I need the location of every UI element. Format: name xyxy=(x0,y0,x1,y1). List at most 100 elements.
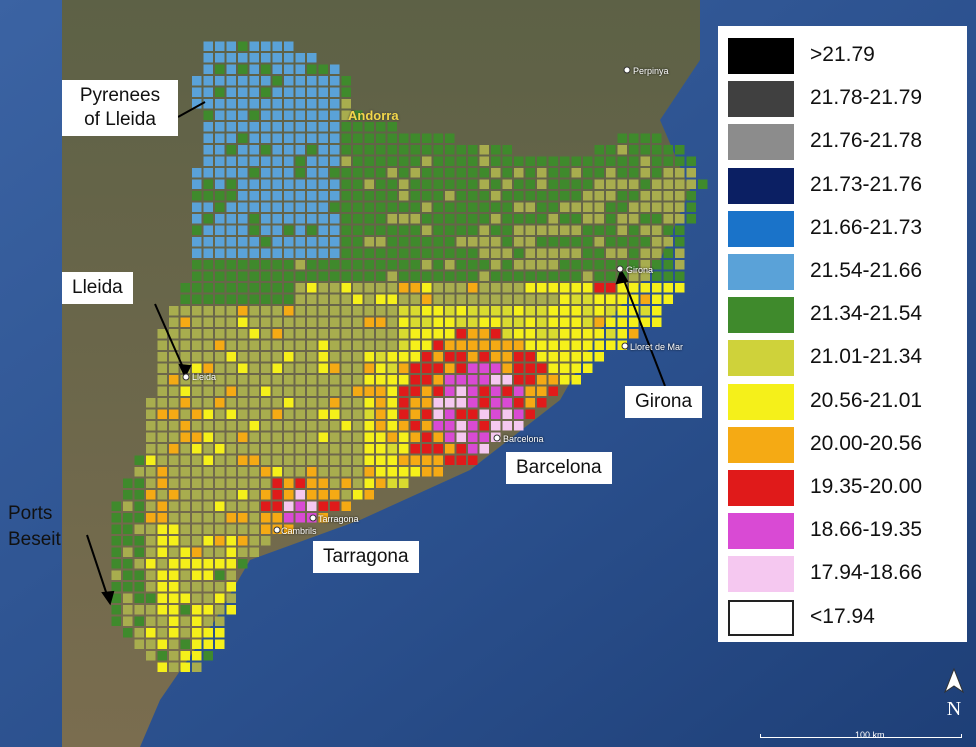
grid-cell xyxy=(491,225,501,235)
grid-cell xyxy=(364,214,374,224)
grid-cell xyxy=(537,271,547,281)
grid-cell xyxy=(295,110,305,120)
grid-cell xyxy=(215,260,225,270)
grid-cell xyxy=(169,352,179,362)
grid-cell xyxy=(364,168,374,178)
lleida-marker xyxy=(182,373,190,381)
grid-cell xyxy=(537,156,547,166)
grid-cell xyxy=(514,271,524,281)
grid-cell xyxy=(307,76,317,86)
grid-cell xyxy=(111,582,121,592)
grid-cell xyxy=(226,248,236,258)
grid-cell xyxy=(146,421,156,431)
grid-cell xyxy=(422,421,432,431)
grid-cell xyxy=(318,168,328,178)
grid-cell xyxy=(295,363,305,373)
grid-cell xyxy=(560,225,570,235)
tarragona-callout: Tarragona xyxy=(313,541,419,573)
grid-cell xyxy=(583,214,593,224)
grid-cell xyxy=(284,455,294,465)
grid-cell xyxy=(295,87,305,97)
grid-cell xyxy=(318,179,328,189)
grid-cell xyxy=(341,133,351,143)
grid-cell xyxy=(353,122,363,132)
grid-cell xyxy=(226,352,236,362)
grid-cell xyxy=(272,501,282,511)
grid-cell xyxy=(238,467,248,477)
grid-cell xyxy=(525,225,535,235)
grid-cell xyxy=(226,386,236,396)
grid-cell xyxy=(284,398,294,408)
grid-cell xyxy=(330,99,340,109)
grid-cell xyxy=(652,294,662,304)
grid-cell xyxy=(238,110,248,120)
grid-cell xyxy=(525,306,535,316)
grid-cell xyxy=(364,248,374,258)
grid-cell xyxy=(134,547,144,557)
legend-item: 21.73-21.76 xyxy=(728,166,958,206)
grid-cell xyxy=(146,409,156,419)
ports-line2: Beseit xyxy=(8,529,61,550)
grid-cell xyxy=(261,237,271,247)
grid-cell xyxy=(180,513,190,523)
grid-cell xyxy=(215,122,225,132)
grid-cell xyxy=(445,145,455,155)
grid-cell xyxy=(606,317,616,327)
grid-cell xyxy=(376,467,386,477)
grid-cell xyxy=(410,271,420,281)
grid-cell xyxy=(307,409,317,419)
grid-cell xyxy=(192,444,202,454)
grid-cell xyxy=(640,145,650,155)
grid-cell xyxy=(215,547,225,557)
grid-cell xyxy=(583,225,593,235)
grid-cell xyxy=(169,317,179,327)
grid-cell xyxy=(456,156,466,166)
grid-cell xyxy=(468,398,478,408)
grid-cell xyxy=(261,536,271,546)
grid-cell xyxy=(410,225,420,235)
grid-cell xyxy=(376,133,386,143)
grid-cell xyxy=(330,202,340,212)
grid-cell xyxy=(295,421,305,431)
grid-cell xyxy=(617,168,627,178)
grid-cell xyxy=(215,628,225,638)
grid-cell xyxy=(468,271,478,281)
grid-cell xyxy=(456,455,466,465)
grid-cell xyxy=(318,455,328,465)
grid-cell xyxy=(445,455,455,465)
grid-cell xyxy=(387,398,397,408)
grid-cell xyxy=(249,225,259,235)
grid-cell xyxy=(146,570,156,580)
grid-cell xyxy=(272,122,282,132)
grid-cell xyxy=(341,478,351,488)
grid-cell xyxy=(479,294,489,304)
legend-item: 21.78-21.79 xyxy=(728,79,958,119)
grid-cell xyxy=(686,191,696,201)
grid-cell xyxy=(215,478,225,488)
grid-cell xyxy=(238,352,248,362)
grid-cell xyxy=(445,306,455,316)
grid-cell xyxy=(238,191,248,201)
grid-cell xyxy=(376,386,386,396)
grid-cell xyxy=(203,467,213,477)
grid-cell xyxy=(284,99,294,109)
grid-cell xyxy=(203,122,213,132)
grid-cell xyxy=(479,306,489,316)
grid-cell xyxy=(433,398,443,408)
grid-cell xyxy=(617,294,627,304)
grid-cell xyxy=(180,455,190,465)
grid-cell xyxy=(203,168,213,178)
grid-cell xyxy=(479,237,489,247)
grid-cell xyxy=(169,329,179,339)
grid-cell xyxy=(192,605,202,615)
grid-cell xyxy=(226,53,236,63)
grid-cell xyxy=(226,421,236,431)
grid-cell xyxy=(341,317,351,327)
grid-cell xyxy=(387,432,397,442)
grid-cell xyxy=(272,340,282,350)
grid-cell xyxy=(399,409,409,419)
grid-cell xyxy=(192,352,202,362)
grid-cell xyxy=(192,467,202,477)
grid-cell xyxy=(157,559,167,569)
grid-cell xyxy=(330,501,340,511)
